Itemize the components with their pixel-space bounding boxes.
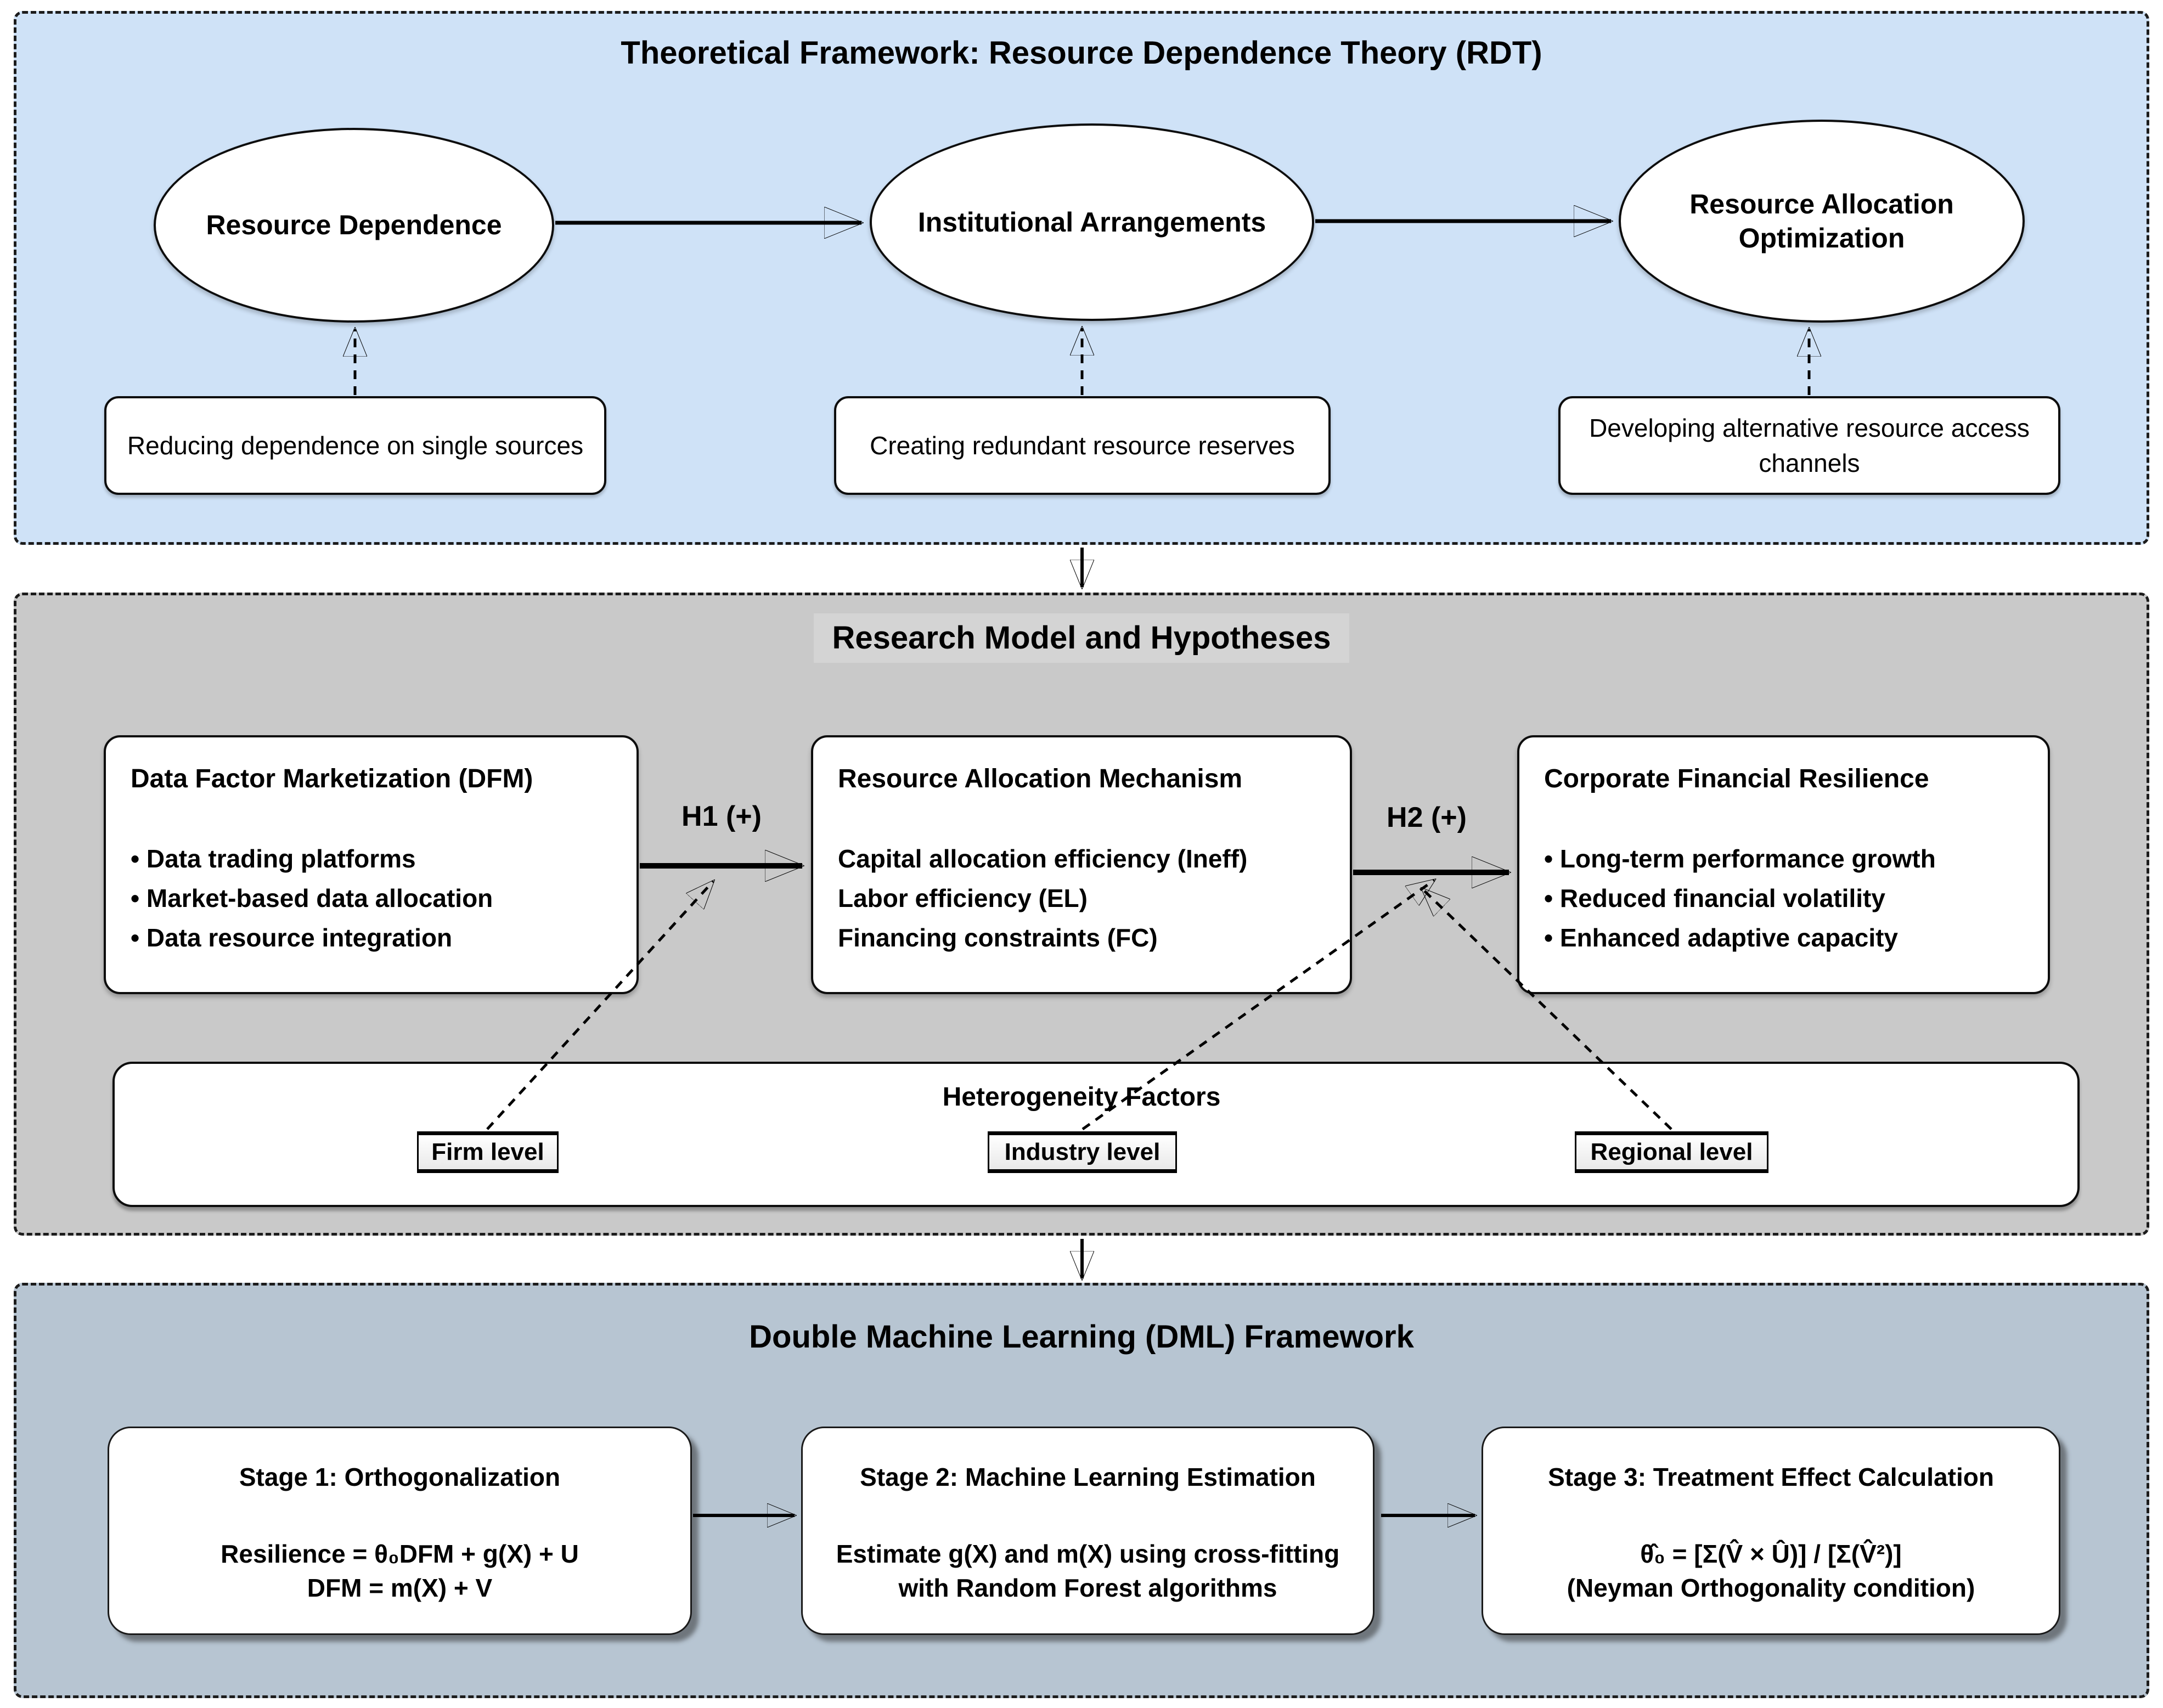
ellipse-institutional-arrangements: Institutional Arrangements — [870, 123, 1314, 321]
construct-ram-item: Financing constraints (FC) — [838, 923, 1158, 952]
construct-cfr-title: Corporate Financial Resilience — [1544, 764, 1929, 793]
ellipse-institutional-arrangements-label: Institutional Arrangements — [917, 206, 1266, 238]
stage-3-line-1: θ̂₀ = [Σ(V̂ × Û)] / [Σ(V̂²)] — [1640, 1540, 1902, 1568]
construct-ram-items: Capital allocation efficiency (Ineff) La… — [838, 839, 1342, 957]
level-box-industry: Industry level — [988, 1131, 1177, 1173]
level-box-regional: Regional level — [1575, 1131, 1768, 1173]
stage-1-line-1: Resilience = θ₀DFM + g(X) + U — [221, 1540, 579, 1568]
construct-ram-item: Capital allocation efficiency (Ineff) — [838, 844, 1248, 873]
construct-dfm-item: • Data trading platforms — [131, 844, 416, 873]
model-section-title: Research Model and Hypotheses — [0, 613, 2163, 663]
construct-cfr-item: • Enhanced adaptive capacity — [1544, 923, 1899, 952]
hypothesis-h1-label: H1 (+) — [681, 801, 762, 832]
construct-cfr-items: • Long-term performance growth • Reduced… — [1544, 839, 2040, 957]
dml-section-title: Double Machine Learning (DML) Framework — [749, 1319, 1414, 1355]
hypothesis-h2-label: H2 (+) — [1387, 802, 1467, 833]
strategy-box-reducing-dependence: Reducing dependence on single sources — [104, 396, 606, 495]
strategy-box-alternative-channels-label: Developing alternative resource access c… — [1589, 413, 2030, 477]
ellipse-resource-dependence-label: Resource Dependence — [206, 210, 502, 241]
level-box-firm: Firm level — [417, 1131, 559, 1173]
construct-cfr-item: • Reduced financial volatility — [1544, 884, 1885, 912]
ellipse-resource-allocation-optimization-label: Resource Allocation Optimization — [1689, 188, 1954, 254]
stage-3-title: Stage 3: Treatment Effect Calculation — [1548, 1463, 1994, 1491]
strategy-box-redundant-reserves-label: Creating redundant resource reserves — [870, 431, 1295, 460]
stage-3-line-2: (Neyman Orthogonality condition) — [1567, 1574, 1975, 1602]
construct-dfm-item: • Data resource integration — [131, 923, 453, 952]
strategy-box-alternative-channels: Developing alternative resource access c… — [1558, 396, 2060, 495]
strategy-box-redundant-reserves: Creating redundant resource reserves — [834, 396, 1331, 495]
stage-1-box: Stage 1: Orthogonalization Resilience = … — [108, 1427, 692, 1635]
construct-cfr-item: • Long-term performance growth — [1544, 844, 1936, 873]
stage-3-body: θ̂₀ = [Σ(V̂ × Û)] / [Σ(V̂²)] (Neyman Ort… — [1483, 1537, 2059, 1605]
level-box-regional-label: Regional level — [1590, 1138, 1753, 1165]
stage-2-line-1: Estimate g(X) and m(X) using cross-fitti… — [836, 1540, 1340, 1568]
construct-ram-title: Resource Allocation Mechanism — [838, 764, 1243, 793]
construct-dfm-title: Data Factor Marketization (DFM) — [131, 764, 533, 793]
construct-ram-item: Labor efficiency (EL) — [838, 884, 1088, 912]
level-box-industry-label: Industry level — [1004, 1138, 1161, 1165]
stage-2-line-2: with Random Forest algorithms — [898, 1574, 1277, 1602]
heterogeneity-factors-title: Heterogeneity Factors — [942, 1083, 1221, 1112]
level-box-firm-label: Firm level — [431, 1138, 544, 1165]
stage-3-box: Stage 3: Treatment Effect Calculation θ̂… — [1482, 1427, 2060, 1635]
model-section-title-text: Research Model and Hypotheses — [813, 613, 1350, 663]
stage-1-body: Resilience = θ₀DFM + g(X) + U DFM = m(X)… — [109, 1537, 690, 1605]
stage-2-title: Stage 2: Machine Learning Estimation — [860, 1463, 1316, 1491]
theory-section-title: Theoretical Framework: Resource Dependen… — [621, 35, 1542, 71]
stage-1-title: Stage 1: Orthogonalization — [239, 1463, 561, 1491]
construct-resource-allocation-mechanism: Resource Allocation Mechanism Capital al… — [811, 735, 1352, 994]
strategy-box-reducing-dependence-label: Reducing dependence on single sources — [127, 431, 584, 460]
construct-dfm-items: • Data trading platforms • Market-based … — [131, 839, 628, 957]
construct-corporate-financial-resilience: Corporate Financial Resilience • Long-te… — [1517, 735, 2050, 994]
ellipse-resource-allocation-optimization: Resource Allocation Optimization — [1619, 120, 2025, 323]
construct-dfm-item: • Market-based data allocation — [131, 884, 493, 912]
stage-2-box: Stage 2: Machine Learning Estimation Est… — [801, 1427, 1375, 1635]
ellipse-resource-dependence: Resource Dependence — [154, 128, 554, 323]
stage-2-body: Estimate g(X) and m(X) using cross-fitti… — [803, 1537, 1373, 1605]
construct-data-factor-marketization: Data Factor Marketization (DFM) • Data t… — [104, 735, 639, 994]
stage-1-line-2: DFM = m(X) + V — [307, 1574, 493, 1602]
